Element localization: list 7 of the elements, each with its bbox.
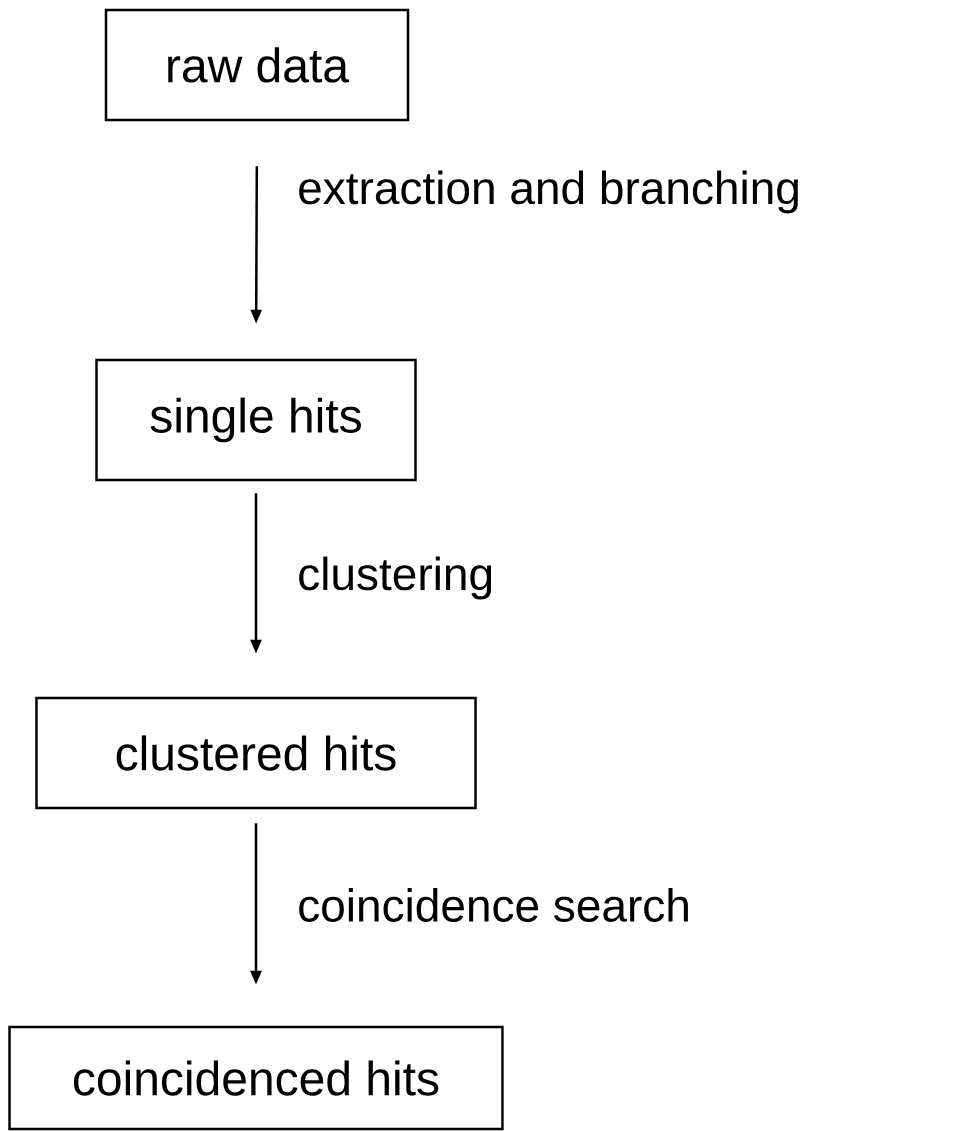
- edge-label: clustering: [296, 555, 496, 601]
- edge-label: coincidence search: [296, 887, 692, 923]
- process-box: clustered hits: [35, 696, 477, 810]
- process-box: coincidenced hits: [8, 1025, 504, 1131]
- edge-label: extraction and branching: [296, 169, 802, 215]
- process-box: single hits: [95, 358, 417, 482]
- process-box: raw data: [104, 8, 410, 122]
